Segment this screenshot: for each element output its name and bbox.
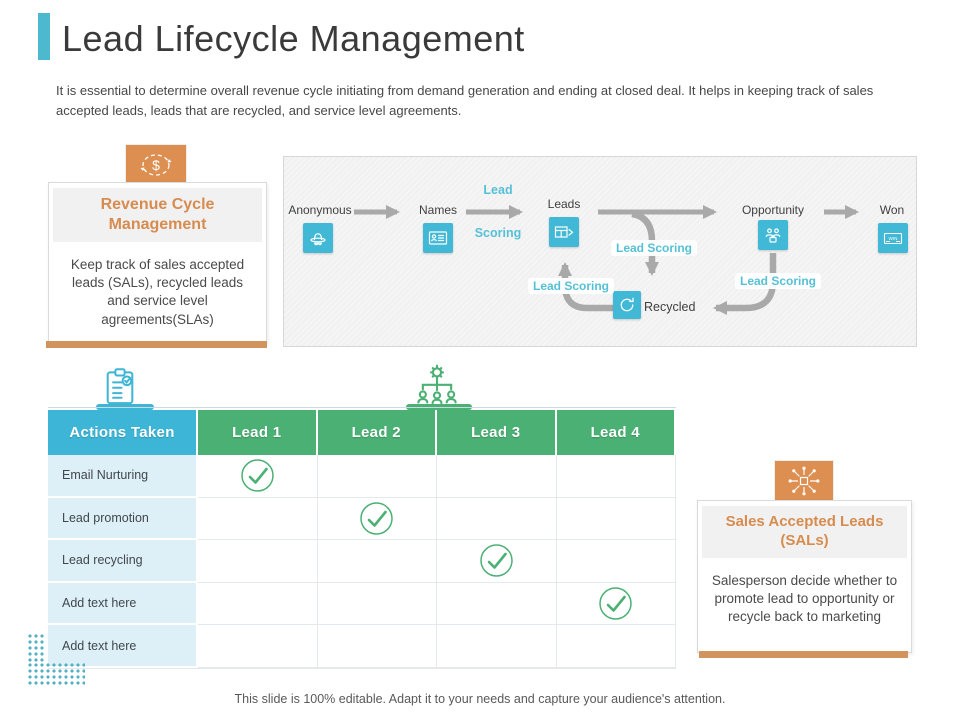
spy-icon <box>303 223 333 253</box>
card-body-text: Keep track of sales accepted leads (SALs… <box>70 257 245 327</box>
row-label: Lead promotion <box>48 497 198 541</box>
check-cell <box>317 497 437 541</box>
won-card-icon: WIN <box>878 223 908 253</box>
lead-flow-diagram: Anonymous Names Leads Opportunity Won <box>283 156 917 347</box>
empty-cell <box>437 497 557 541</box>
check-cell <box>198 455 318 498</box>
empty-cell <box>556 540 676 583</box>
sales-accepted-leads-card: Sales Accepted Leads (SALs) Salesperson … <box>697 500 912 653</box>
empty-cell <box>317 455 437 498</box>
footer-note: This slide is 100% editable. Adapt it to… <box>234 692 726 706</box>
empty-cell <box>437 582 557 626</box>
check-icon <box>241 459 274 493</box>
empty-cell <box>317 625 437 668</box>
column-header-actions-taken: Actions Taken <box>48 410 198 455</box>
check-icon <box>599 587 632 620</box>
column-header-lead-4: Lead 4 <box>556 410 676 455</box>
lead-table-icon <box>549 217 579 247</box>
stage-label-recycled: Recycled <box>644 300 696 314</box>
dot-pattern-block <box>28 663 85 686</box>
revenue-cycle-card: Revenue Cycle Management Keep track of s… <box>48 182 267 343</box>
stage-label-opportunity: Opportunity <box>741 203 805 217</box>
row-label: Lead recycling <box>48 540 198 583</box>
check-icon <box>480 544 513 578</box>
dollar-cycle-icon: $ <box>140 153 172 176</box>
stage-label-leads: Leads <box>547 197 581 211</box>
empty-cell <box>556 625 676 668</box>
empty-cell <box>198 540 318 583</box>
check-icon <box>360 502 393 535</box>
card-accent-bar <box>699 651 908 658</box>
title-accent-bar <box>38 13 50 60</box>
empty-cell <box>556 455 676 498</box>
column-header-lead-2: Lead 2 <box>317 410 437 455</box>
check-cell <box>437 540 557 583</box>
row-label: Email Nurturing <box>48 455 198 498</box>
column-header-lead-1: Lead 1 <box>198 410 318 455</box>
recycle-icon <box>613 291 641 319</box>
row-label: Add text here <box>48 625 198 668</box>
empty-cell <box>437 455 557 498</box>
card-body-text: Salesperson decide whether to promote le… <box>711 572 898 624</box>
opportunity-people-icon <box>758 220 788 250</box>
revenue-cycle-icon: $ <box>125 144 187 185</box>
card-title: Sales Accepted Leads (SALs) <box>702 506 907 558</box>
table-top-divider <box>48 407 676 408</box>
stage-label-names: Names <box>418 203 457 217</box>
empty-cell <box>198 582 318 626</box>
empty-cell <box>317 540 437 583</box>
column-header-lead-3: Lead 3 <box>437 410 557 455</box>
svg-text:WIN: WIN <box>889 236 898 241</box>
team-process-gear-icon <box>414 361 460 410</box>
lead-scoring-label-mid: Lead Scoring <box>611 240 698 256</box>
stage-label-anonymous: Anonymous <box>288 203 352 217</box>
lead-scoring-label-right: Lead Scoring <box>735 273 822 289</box>
page-title: Lead Lifecycle Management <box>62 18 525 59</box>
lead-scoring-label-left: Lead Scoring <box>528 278 615 294</box>
empty-cell <box>437 625 557 668</box>
empty-cell <box>317 582 437 626</box>
card-accent-bar <box>46 341 267 348</box>
row-label: Add text here <box>48 582 198 626</box>
svg-text:$: $ <box>152 157 160 173</box>
flow-arrows <box>354 205 859 315</box>
dot-pattern-strip <box>28 634 46 664</box>
stage-label-won: Won <box>879 203 905 217</box>
card-title: Revenue Cycle Management <box>53 188 262 242</box>
checklist-clipboard-icon <box>101 367 139 412</box>
id-card-icon <box>423 223 453 253</box>
lead-scoring-label-names-leads: Lead Scoring <box>474 183 522 240</box>
empty-cell <box>198 497 318 541</box>
empty-cell <box>198 625 318 668</box>
empty-cell <box>556 497 676 541</box>
sales-hub-icon <box>774 460 834 502</box>
check-cell <box>556 582 676 626</box>
slide-subtitle: It is essential to determine overall rev… <box>56 83 874 118</box>
